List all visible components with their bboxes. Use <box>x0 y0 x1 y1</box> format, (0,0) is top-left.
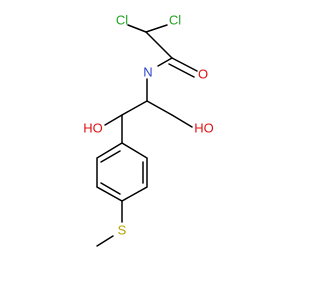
atom-labels: Cl Cl N O HO HO S <box>83 13 214 238</box>
bonds <box>96 24 198 247</box>
bond-c-cl-right <box>145 24 168 33</box>
bond-ch2-oh <box>171 114 193 128</box>
atom-nitrogen: N <box>143 65 152 80</box>
bond-ch-ch2 <box>146 100 173 116</box>
bond-cl-left-c <box>127 24 147 33</box>
atom-cl-left: Cl <box>116 13 128 28</box>
atom-hydroxyl-left: HO <box>83 121 103 136</box>
bond-carbonyl-nitrogen <box>157 57 173 67</box>
bond-choh-ho <box>104 114 123 126</box>
bond-carbonyl-oxygen-1 <box>171 57 198 72</box>
ring-double-bond-1 <box>100 150 121 163</box>
ring-double-bond-3 <box>100 182 121 195</box>
benzene-ring <box>96 142 148 202</box>
bond-ch-choh <box>121 100 148 116</box>
atom-hydroxyl-right: HO <box>194 121 214 136</box>
bond-sulfur-methyl <box>96 235 114 247</box>
atom-carbonyl-oxygen: O <box>198 67 208 82</box>
atom-cl-right: Cl <box>169 13 181 28</box>
atom-sulfur: S <box>118 223 127 238</box>
molecule-structure-diagram: Cl Cl N O HO HO S <box>83 13 214 247</box>
bond-chcl2-carbonyl <box>145 31 173 59</box>
bond-carbonyl-oxygen-2 <box>168 63 195 78</box>
